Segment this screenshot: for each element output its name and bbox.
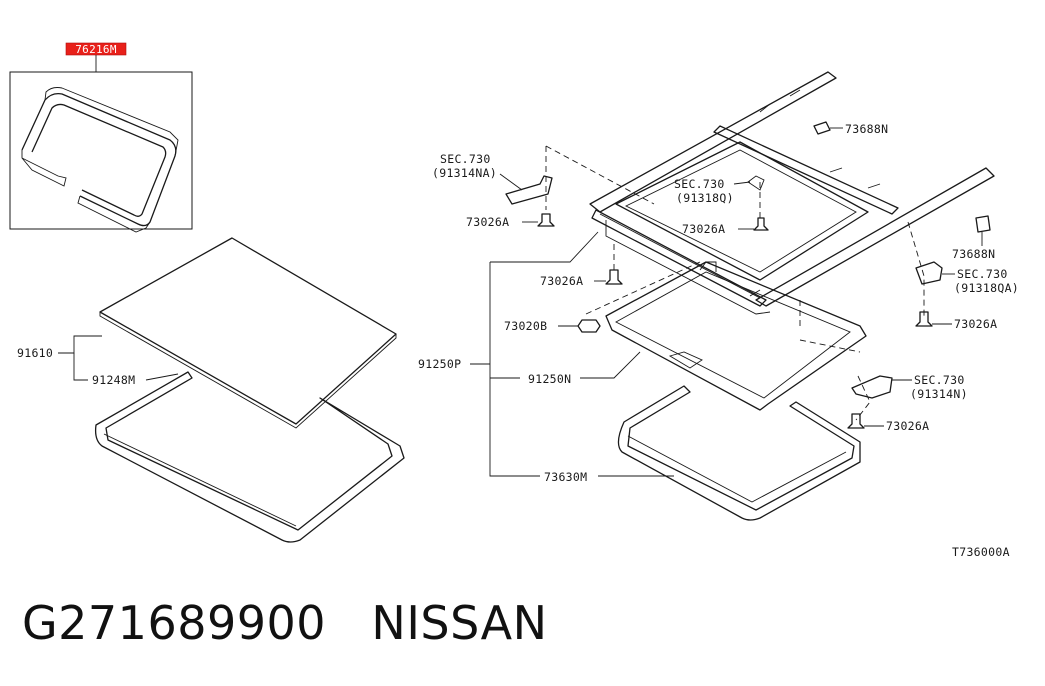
bolt-73026A-5	[847, 413, 865, 429]
callout-group: 73688N SEC.730 (91314NA) SEC.730 (91318Q…	[432, 122, 1019, 559]
hardware-group	[505, 121, 991, 429]
highlighted-part-code[interactable]: 76216M	[75, 43, 117, 56]
nut-73020B	[577, 319, 601, 333]
label-91250N: 91250N	[528, 372, 571, 386]
frame-front-rail	[589, 71, 837, 213]
bolt-73026A-1	[537, 213, 555, 227]
bolt-73026A-2	[753, 217, 769, 231]
label-sec730-b-sub: (91318Q)	[676, 191, 734, 205]
label-sec730-b: SEC.730	[674, 177, 725, 191]
clip-73688N-right	[975, 215, 991, 233]
frame-opening	[615, 141, 869, 281]
drain-tray-group: 91250N	[528, 261, 867, 411]
bracket-91318QA	[915, 261, 943, 285]
inset-frame	[9, 71, 193, 230]
label-73688N-top: 73688N	[845, 122, 888, 136]
sunshade-panel-91610	[99, 237, 397, 425]
glass-seal-73630M	[617, 385, 861, 521]
label-sec730-d-sub: (91314N)	[910, 387, 968, 401]
frame-rear-rail	[713, 125, 899, 215]
label-73020B: 73020B	[504, 319, 547, 333]
label-sec730-a: SEC.730	[440, 152, 491, 166]
glass-seal-group: 73630M	[544, 385, 861, 521]
frame-left-rail	[591, 209, 767, 307]
label-sec730-c: SEC.730	[957, 267, 1008, 281]
bolt-73026A-3	[605, 269, 623, 285]
bracket-91314N	[851, 375, 893, 399]
caption-part-number: G271689900	[22, 596, 327, 650]
label-sec730-c-sub: (91318QA)	[954, 281, 1019, 295]
seal-76216M-inner	[31, 103, 167, 217]
label-91248M: 91248M	[92, 373, 135, 387]
label-91610: 91610	[17, 346, 53, 360]
sunshade-group: 91610 91248M	[17, 237, 405, 543]
label-73026A-5: 73026A	[886, 419, 929, 433]
label-73688N-right: 73688N	[952, 247, 995, 261]
label-73026A-1: 73026A	[466, 215, 509, 229]
label-sec730-d: SEC.730	[914, 373, 965, 387]
label-73630M: 73630M	[544, 470, 587, 484]
label-73026A-2: 73026A	[682, 222, 725, 236]
bolt-73026A-4	[915, 311, 933, 327]
label-sec730-a-sub: (91314NA)	[432, 166, 497, 180]
seal-76216M-outer	[21, 92, 177, 227]
drain-tray-91250N	[605, 261, 867, 411]
sunroof-frame-group: 91250P	[418, 71, 995, 477]
seal-91248M	[94, 371, 405, 543]
caption: G271689900 NISSAN	[22, 596, 548, 650]
label-73026A-4: 73026A	[954, 317, 997, 331]
dashed-connectors	[545, 145, 925, 421]
caption-brand: NISSAN	[371, 596, 548, 650]
bracket-91314NA	[505, 175, 553, 205]
clip-73688N-top	[813, 121, 831, 135]
inset-seal-group: 76216M	[9, 42, 193, 233]
diagram-reference: T736000A	[952, 545, 1010, 559]
label-73026A-3: 73026A	[540, 274, 583, 288]
label-91250P: 91250P	[418, 357, 461, 371]
